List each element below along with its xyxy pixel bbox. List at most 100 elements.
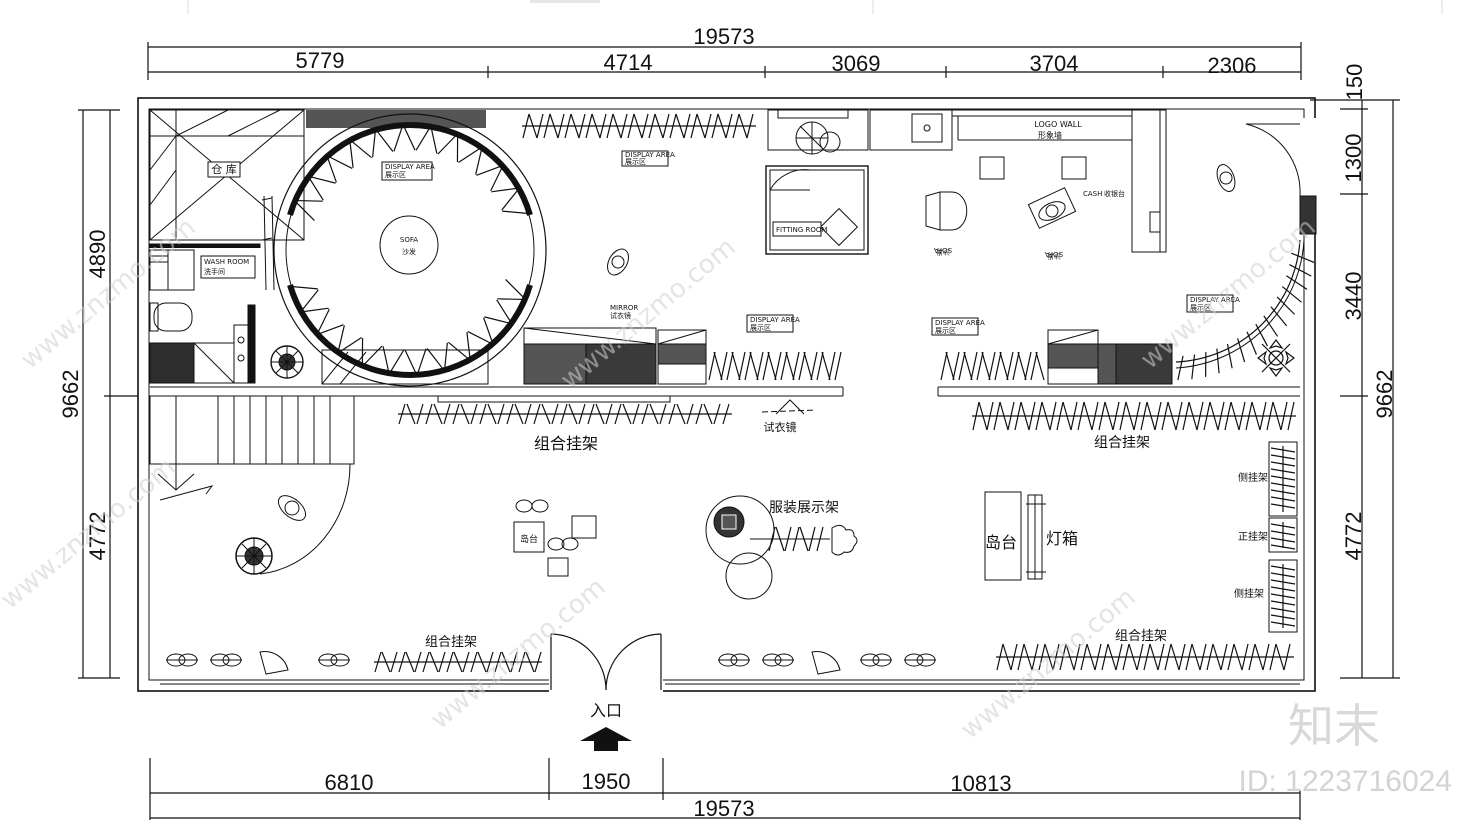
combo-rack-label-1: 组合挂架 [534, 434, 598, 453]
hanger-mark [404, 349, 417, 375]
dim-top-total: 19573 [693, 24, 754, 49]
entrance-label: 入口 [590, 701, 622, 720]
display-area-label-3-cn: 展示区 [750, 324, 771, 332]
hanger-mark [541, 403, 551, 425]
hanger-mark [649, 403, 659, 425]
wall-racks-right [1268, 441, 1298, 633]
hanger-mark [416, 348, 427, 374]
hanger-mark [749, 351, 759, 381]
person-icon-door [1216, 164, 1236, 192]
hanger-mark [524, 403, 532, 425]
hanger-mark [711, 113, 719, 139]
hanger-mark [1175, 401, 1183, 431]
combo-rack-right [972, 401, 1296, 431]
sofa-group [925, 156, 1087, 231]
hanger-mark [415, 127, 431, 151]
hanger-mark [1065, 643, 1075, 671]
hanger-mark [1286, 275, 1308, 290]
hanger-mark [1212, 643, 1222, 671]
wash-room [149, 243, 261, 384]
hanger-mark [543, 113, 551, 139]
hanger-mark [518, 651, 526, 673]
hanger-mark [1233, 643, 1243, 671]
hanger-mark [659, 403, 667, 425]
hanger-mark [1028, 401, 1036, 431]
hanger-mark [963, 351, 973, 381]
hanger-mark [696, 113, 706, 139]
hanger-mark [1254, 643, 1264, 671]
hanger-mark [1112, 401, 1120, 431]
sink [869, 109, 1133, 151]
hanger-mark [570, 113, 580, 139]
hanger-mark [466, 332, 471, 359]
hanger-mark [1270, 544, 1296, 550]
hanger-mark [1196, 401, 1204, 431]
hanger-mark [1272, 401, 1282, 431]
dim-left-seg-2: 4772 [85, 512, 110, 561]
hanger-mark [328, 155, 353, 169]
hanger-mark [390, 651, 398, 673]
hanger-mark [339, 336, 362, 353]
hanger-mark [810, 351, 818, 381]
hanger-mark [326, 157, 337, 183]
hanger-mark [350, 140, 372, 159]
sofa-label-3-cn: 沙发 [1047, 252, 1061, 261]
hanger-mark [1091, 401, 1099, 431]
hanger-mark [393, 126, 404, 152]
hanger-mark [808, 526, 816, 552]
hanger-mark [1077, 401, 1085, 431]
hanger-mark [1038, 643, 1046, 671]
hanger-mark [1170, 643, 1180, 671]
hanger-mark [414, 651, 422, 673]
sofa-label-cn: 沙发 [402, 247, 416, 256]
hanger-mark [599, 113, 607, 139]
hanger-mark [309, 176, 336, 184]
hanger-mark [525, 651, 535, 673]
hanger-mark [438, 651, 446, 673]
warehouse-label: 仓 库 [211, 162, 237, 176]
hanger-mark [1275, 643, 1285, 671]
hanger-mark [1017, 643, 1025, 671]
hanger-mark [1281, 286, 1302, 303]
hanger-mark [722, 403, 730, 425]
combo-rack-label-3: 组合挂架 [425, 635, 477, 650]
hanger-mark [1031, 643, 1039, 671]
hanger-mark [302, 307, 329, 313]
hanger-mark [627, 113, 635, 139]
hanger-mark [704, 113, 712, 139]
dim-top-seg-1: 5779 [296, 48, 345, 73]
hanger-mark [958, 351, 966, 381]
hanger-mark [1101, 643, 1109, 671]
hanger-mark [398, 403, 406, 425]
hanger-mark [425, 403, 433, 425]
display-area-label-box-4 [931, 317, 979, 336]
hanger-mark [484, 316, 511, 324]
hanger-mark [675, 113, 685, 139]
hanger-mark [1269, 643, 1277, 671]
display-area-label-1-cn: 展示区 [385, 171, 406, 179]
hanger-mark [816, 351, 824, 381]
warehouse-label-box [207, 161, 241, 178]
partition-wall [150, 386, 1300, 403]
display-counters-left [523, 327, 707, 385]
hanger-mark [1164, 643, 1172, 671]
hanger-mark [713, 351, 723, 381]
hanger-mark [1128, 643, 1138, 671]
display-area-label-box-2 [621, 150, 669, 167]
hanger-mark [1226, 343, 1233, 369]
small-island [513, 499, 597, 577]
hanger-mark [1270, 537, 1296, 543]
hanger-mark [1241, 643, 1249, 671]
hanger-mark [1140, 401, 1148, 431]
hanger-mark [1248, 643, 1256, 671]
hanger-mark [475, 148, 483, 175]
dim-right-seg-2: 1300 [1341, 134, 1366, 183]
top-hanging-rack [522, 113, 756, 139]
entrance-doors [550, 633, 662, 691]
hanger-mark [1237, 338, 1246, 363]
hanger-mark [1136, 643, 1144, 671]
hanger-mark [595, 403, 605, 425]
cash-label-en: CASH [1083, 190, 1102, 198]
wash-room-label-en: WASH ROOM [204, 258, 249, 266]
hanger-mark [514, 403, 524, 425]
